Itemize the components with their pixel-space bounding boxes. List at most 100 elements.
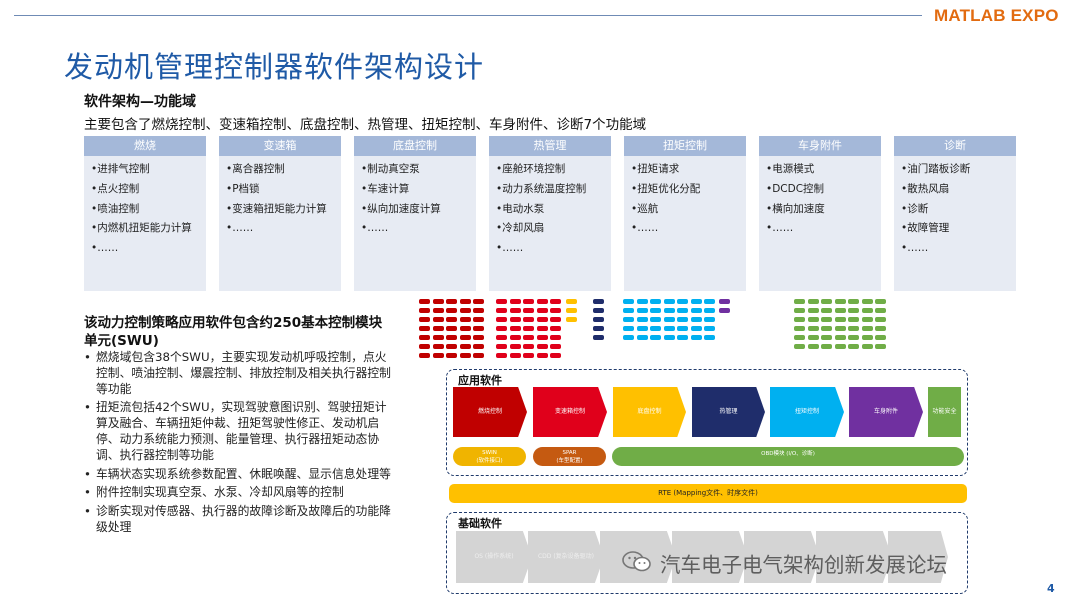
application-tile: 功能安全 (928, 387, 961, 437)
swu-dot (432, 299, 444, 304)
swu-dot (861, 344, 873, 349)
domain-card: 诊断油门踏板诊断散热风扇诊断故障管理…… (894, 136, 1016, 291)
swu-dot (719, 299, 730, 304)
swu-dot (446, 317, 457, 322)
swu-dot (834, 308, 846, 313)
pill-line: SPAR (562, 450, 577, 456)
swu-dot (536, 326, 548, 331)
swu-dot (636, 299, 648, 304)
application-pill: SPAR(车型配置) (533, 447, 606, 466)
swu-bullet: 燃烧域包含38个SWU，主要实现发动机呼吸控制，点火控制、喷油控制、爆震控制、排… (82, 350, 392, 397)
swu-dot (848, 317, 859, 322)
swu-bullet: 诊断实现对传感器、执行器的故障诊断及故障后的功能降级处理 (82, 504, 392, 536)
swu-dot (821, 335, 832, 340)
swu-dot (446, 353, 457, 358)
base-software-tile (744, 531, 820, 583)
domain-card-title: 扭矩控制 (624, 136, 746, 156)
swu-dot (650, 335, 661, 340)
swu-dot (536, 308, 548, 313)
domain-item: 车速计算 (361, 180, 476, 200)
domain-item: …… (766, 219, 881, 239)
swu-dot (473, 326, 484, 331)
application-software-label: 应用软件 (458, 374, 502, 387)
domain-item-list: 座舱环境控制动力系统温度控制电动水泵冷却风扇…… (489, 156, 611, 259)
base-software-tile: OS (操作系统) (456, 531, 532, 583)
domain-card: 车身附件电源模式DCDC控制横向加速度…… (759, 136, 881, 291)
swu-dot (536, 353, 548, 358)
swu-dot (446, 308, 457, 313)
swu-dot (459, 353, 471, 358)
swu-dot (794, 308, 805, 313)
swu-dot (794, 326, 805, 331)
swu-dot (834, 317, 846, 322)
swu-dot (593, 299, 604, 304)
swu-dot (704, 308, 715, 313)
domain-item: 纵向加速度计算 (361, 200, 476, 220)
swu-dot (550, 308, 561, 313)
swu-dot (432, 317, 444, 322)
swu-dot (834, 344, 846, 349)
domain-item: 座舱环境控制 (496, 160, 611, 180)
base-software-tile (672, 531, 748, 583)
swu-dot (690, 326, 702, 331)
swu-dot (566, 317, 577, 322)
swu-dot (861, 335, 873, 340)
domain-item: 动力系统温度控制 (496, 180, 611, 200)
swu-dot (677, 326, 688, 331)
swu-dot (677, 308, 688, 313)
swu-dot (821, 317, 832, 322)
swu-bullet: 车辆状态实现系统参数配置、休眠唤醒、显示信息处理等 (82, 467, 392, 483)
application-software-frame (446, 369, 968, 476)
swu-dot (875, 344, 886, 349)
swu-dot (473, 335, 484, 340)
swu-dot (875, 326, 886, 331)
swu-dot (834, 335, 846, 340)
swu-dot (432, 353, 444, 358)
domain-card-title: 燃烧 (84, 136, 206, 156)
swu-bullet: 附件控制实现真空泵、水泵、冷却风扇等的控制 (82, 485, 392, 501)
pill-line: SWIN (482, 450, 497, 456)
application-tile: 扭矩控制 (770, 387, 844, 437)
swu-dot (704, 335, 715, 340)
swu-dot (459, 335, 471, 340)
swu-dot (861, 308, 873, 313)
swu-dot (593, 335, 604, 340)
domain-item: 离合器控制 (226, 160, 341, 180)
swu-dot (593, 326, 604, 331)
swu-dot (419, 353, 430, 358)
domain-item: …… (226, 219, 341, 239)
watermark-text: 汽车电子电气架构创新发展论坛 (660, 553, 947, 577)
swu-dot (419, 299, 430, 304)
swu-dot (446, 344, 457, 349)
swu-dot (536, 317, 548, 322)
swu-dot (496, 353, 507, 358)
domain-item: 电源模式 (766, 160, 881, 180)
swu-dot (636, 335, 648, 340)
swu-dot (677, 335, 688, 340)
swu-dot (663, 326, 675, 331)
domain-item-list: 离合器控制P档锁变速箱扭矩能力计算…… (219, 156, 341, 239)
swu-dot (523, 299, 534, 304)
base-software-tile (600, 531, 676, 583)
swu-dot (690, 299, 702, 304)
swu-dot (550, 335, 561, 340)
swu-dot (509, 299, 521, 304)
swu-dot (509, 335, 521, 340)
domain-item: 横向加速度 (766, 200, 881, 220)
swu-dot (875, 299, 886, 304)
swu-dot (875, 335, 886, 340)
swu-dot (650, 299, 661, 304)
application-tile: 底盘控制 (613, 387, 686, 437)
domain-card-title: 底盘控制 (354, 136, 476, 156)
domain-item-list: 扭矩请求扭矩优化分配巡航…… (624, 156, 746, 239)
swu-dot (496, 299, 507, 304)
domain-item-list: 进排气控制点火控制喷油控制内燃机扭矩能力计算…… (84, 156, 206, 259)
page-title: 发动机管理控制器软件架构设计 (64, 50, 485, 84)
domain-item: 内燃机扭矩能力计算 (91, 219, 206, 239)
domain-item: 油门踏板诊断 (901, 160, 1016, 180)
rte-bar: RTE (Mapping文件、时序文件) (449, 484, 967, 503)
swu-dot (459, 299, 471, 304)
domain-item: 变速箱扭矩能力计算 (226, 200, 341, 220)
domain-item: DCDC控制 (766, 180, 881, 200)
swu-dot (550, 299, 561, 304)
